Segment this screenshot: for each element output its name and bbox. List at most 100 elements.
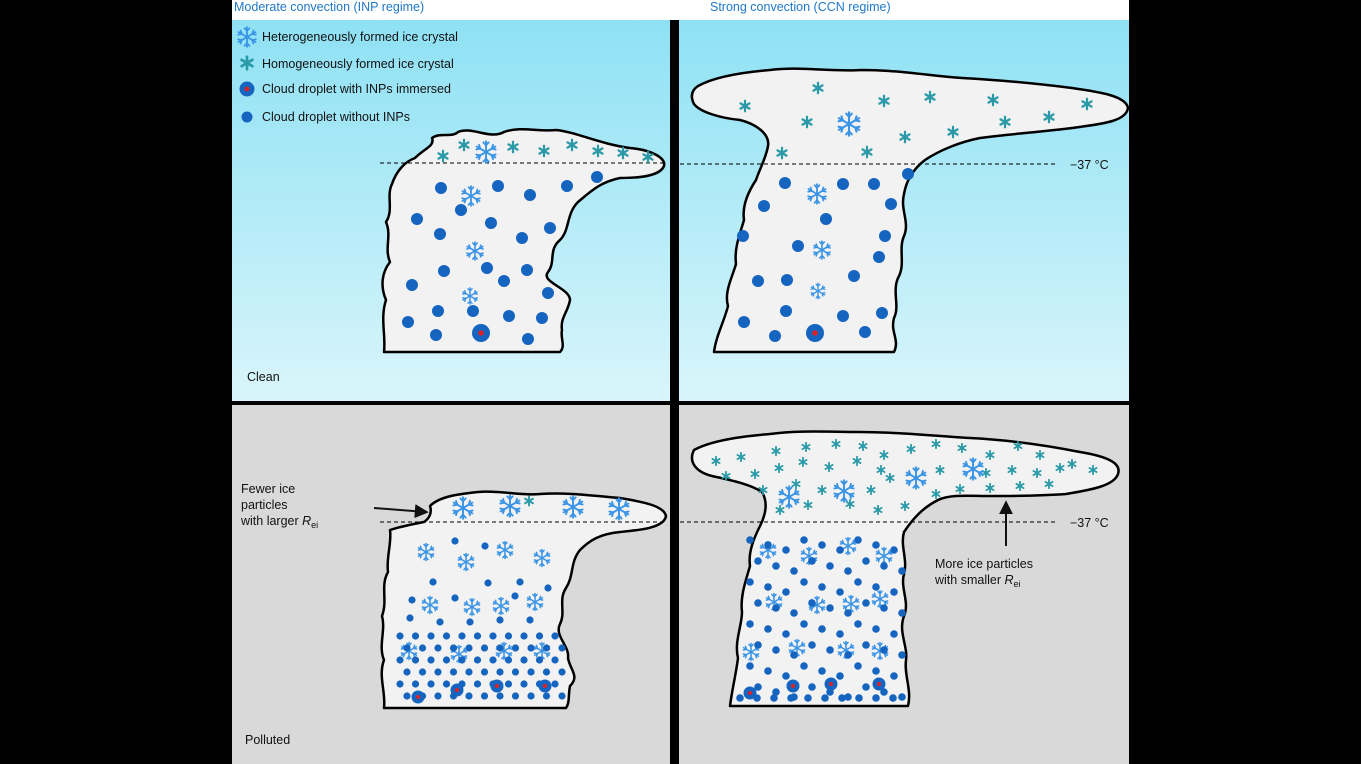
cloud-droplet — [872, 583, 880, 591]
cloud-droplet — [880, 688, 888, 696]
cloud-droplet — [752, 275, 764, 287]
cloud-droplet — [781, 274, 793, 286]
cloud-droplet — [558, 644, 566, 652]
cloud-droplet — [536, 312, 548, 324]
cloud-droplet — [485, 217, 497, 229]
annotation-more-line2: with smaller Rei — [934, 573, 1021, 589]
cloud-droplet — [854, 536, 862, 544]
cloud-droplet — [522, 333, 534, 345]
cloud-droplet — [520, 656, 528, 664]
cloud-droplet — [898, 609, 906, 617]
inp-core — [455, 688, 459, 692]
cloud-droplet — [880, 646, 888, 654]
temperature-label-clean: −37 °C — [1070, 158, 1109, 172]
inp-core — [748, 691, 752, 695]
cloud-droplet — [542, 287, 554, 299]
cloud-droplet — [434, 668, 442, 676]
cloud-droplet — [432, 305, 444, 317]
cloud-droplet — [544, 584, 552, 592]
cloud-droplet — [848, 270, 860, 282]
legend-droplet-inp-label: Cloud droplet with INPs immersed — [262, 82, 451, 96]
cloud-droplet — [808, 641, 816, 649]
cloud-droplet — [481, 542, 489, 550]
cloud-droplet — [442, 632, 451, 640]
legend: Heterogeneously formed ice crystal Homog… — [237, 26, 458, 124]
header-right: Strong convection (CCN regime) — [710, 0, 891, 14]
cloud-droplet — [498, 275, 510, 287]
row-label-polluted: Polluted — [245, 733, 290, 747]
cloud-droplet — [480, 668, 489, 676]
cloud-droplet — [902, 168, 914, 180]
cloud-droplet — [782, 672, 790, 680]
cloud-droplet — [492, 180, 504, 192]
cloud-droplet — [411, 656, 420, 664]
cloud-droplet — [558, 692, 566, 700]
cloud-droplet — [480, 644, 489, 652]
cloud-droplet — [558, 668, 566, 676]
cloud-droplet — [780, 305, 792, 317]
cloud-droplet — [526, 616, 534, 624]
cloud-droplet — [465, 692, 473, 700]
cloud-droplet — [844, 693, 852, 701]
cloud-droplet — [449, 668, 458, 676]
cloud-droplet — [818, 667, 826, 675]
cloud-droplet — [754, 641, 762, 649]
cloud-droplet — [411, 680, 420, 688]
cloud-droplet — [551, 680, 559, 688]
cloud-droplet — [520, 632, 528, 640]
cloud-droplet — [820, 213, 832, 225]
cloud-droplet — [427, 632, 435, 640]
cloud-droplet — [396, 680, 404, 688]
cloud-droplet — [503, 310, 515, 322]
cloud-droplet — [458, 632, 466, 640]
particles — [396, 81, 1098, 704]
cloud-droplet — [890, 546, 898, 554]
cloud-droplet — [800, 662, 808, 670]
cloud-droplet — [808, 683, 816, 691]
cloud-droplet — [764, 583, 772, 591]
header-left: Moderate convection (INP regime) — [234, 0, 424, 14]
cloud-droplet — [764, 625, 772, 633]
cloud-droplet — [782, 588, 790, 596]
cloud-droplet — [804, 694, 812, 702]
cloud-droplet — [879, 230, 891, 242]
cloud-droplet — [836, 546, 844, 554]
cloud-droplet — [427, 656, 435, 664]
cloud-droplet — [489, 632, 497, 640]
cloud-droplet — [836, 630, 844, 638]
legend-droplet-icon — [241, 111, 253, 123]
cloud-droplet — [754, 683, 762, 691]
cloud-droplet — [449, 644, 458, 652]
cloud-droplet — [890, 672, 898, 680]
temperature-label-polluted: −37 °C — [1070, 516, 1109, 530]
cloud-droplet — [496, 668, 504, 676]
row-label-clean: Clean — [247, 370, 280, 384]
cloud-droplet — [551, 632, 559, 640]
cloud-droplet — [455, 204, 467, 216]
cloud-droplet — [837, 178, 849, 190]
cloud-droplet — [403, 692, 411, 700]
cloud-droplet — [872, 625, 880, 633]
cloud-droplet — [520, 680, 528, 688]
cloud-droplet — [434, 644, 442, 652]
cloud-droplet — [782, 630, 790, 638]
cloud-droplet — [818, 583, 826, 591]
cloud-droplet — [790, 609, 798, 617]
cloud-droplet — [527, 644, 535, 652]
cloud-droplet — [808, 599, 816, 607]
annotation-more-ice: More ice particles with smaller Rei — [934, 500, 1033, 589]
cloud-droplet — [466, 618, 474, 626]
cloud-droplet — [496, 692, 504, 700]
cloud-droplet — [782, 546, 790, 554]
cloud-droplet — [442, 656, 451, 664]
cloud-droplet — [527, 668, 535, 676]
cloud-droplet — [451, 594, 459, 602]
cloud-droplet — [746, 578, 754, 586]
cloud-droplet — [873, 251, 885, 263]
cloud-droplet — [746, 536, 754, 544]
cloud-droplet — [442, 680, 451, 688]
inp-core — [791, 684, 795, 688]
cloud-droplet — [427, 680, 435, 688]
cloud-droplet — [561, 180, 573, 192]
inp-core — [877, 682, 881, 686]
